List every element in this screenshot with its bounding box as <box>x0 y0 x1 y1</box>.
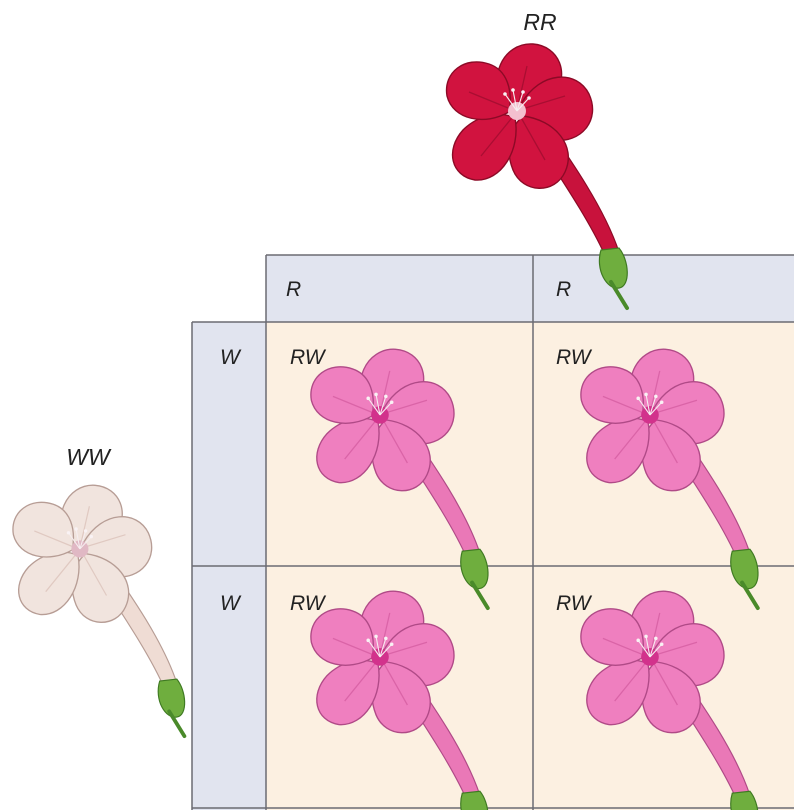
column-header-1: R <box>286 278 301 301</box>
offspring-genotype-r2c1: RW <box>290 592 327 615</box>
left-parent-genotype: WW <box>66 444 112 470</box>
top-parent-genotype: RR <box>523 9 556 35</box>
offspring-genotype-r1c2: RW <box>556 346 593 369</box>
white-flower-icon <box>11 483 187 739</box>
column-header-2: R <box>556 278 571 301</box>
offspring-genotype-r2c2: RW <box>556 592 593 615</box>
offspring-genotype-r1c1: RW <box>290 346 327 369</box>
column-header-band <box>266 255 794 322</box>
grid-lines <box>191 254 794 810</box>
row-header-1: W <box>220 346 242 369</box>
row-header-2: W <box>220 592 242 615</box>
